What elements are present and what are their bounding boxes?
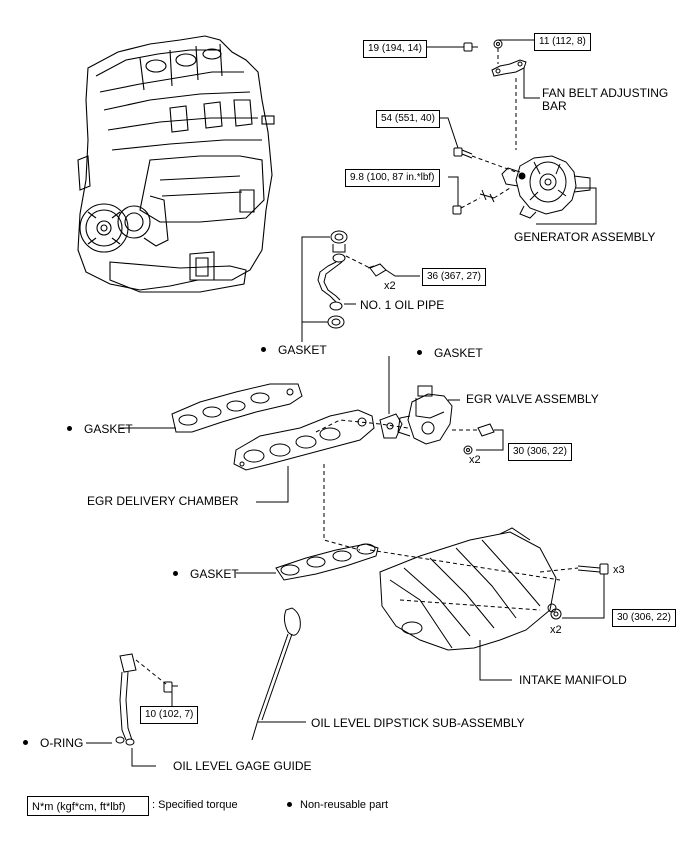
label-oil-level-gage-guide: OIL LEVEL GAGE GUIDE (173, 759, 312, 773)
torque-oil-pipe-bolt-36: 36 (367, 27) (422, 268, 486, 286)
legend-torque-description: : Specified torque (152, 799, 238, 811)
label-gasket-egr-valve: GASKET (417, 346, 483, 360)
engine-block-illustration (77, 35, 275, 293)
non-reusable-mark (173, 571, 178, 577)
guide-bolt-illustration (163, 681, 178, 693)
oil-level-gage-guide-illustration (115, 653, 137, 746)
label-gasket-oil-pipe: GASKET (261, 343, 327, 357)
label-gasket-egr-valve-text: GASKET (434, 346, 483, 360)
label-oil-level-dipstick: OIL LEVEL DIPSTICK SUB-ASSEMBLY (311, 716, 525, 730)
legend-non-reusable-text: Non-reusable part (300, 799, 389, 811)
non-reusable-mark (23, 740, 28, 746)
non-reusable-mark (287, 801, 292, 807)
torque-guide-bolt-10: 10 (102, 7) (140, 706, 199, 724)
torque-egr-30: 30 (306, 22) (508, 443, 572, 461)
label-gasket-oil-pipe-text: GASKET (278, 343, 327, 357)
egr-chamber-gasket-illustration (171, 383, 303, 433)
intake-gasket-illustration (275, 543, 379, 581)
non-reusable-mark (67, 426, 72, 432)
fan-belt-adjusting-bar-illustration (463, 39, 527, 77)
legend-non-reusable: Non-reusable part (287, 799, 388, 811)
torque-bolt-19: 19 (194, 14) (363, 40, 427, 58)
label-no1-oil-pipe: NO. 1 OIL PIPE (360, 298, 445, 312)
intake-manifold-illustration (379, 527, 557, 651)
label-egr-delivery-chamber: EGR DELIVERY CHAMBER (87, 494, 239, 508)
intake-bolt-nut-illustration (550, 563, 609, 620)
multiplier-oil-pipe-bolt: x2 (384, 280, 396, 292)
label-fan-belt-adjusting-bar-line1: FAN BELT ADJUSTING (542, 86, 669, 100)
egr-bolt-nut-illustration (463, 423, 495, 455)
no1-oil-pipe-illustration (317, 230, 387, 329)
multiplier-intake-bolt: x3 (613, 564, 625, 576)
torque-intake-30: 30 (306, 22) (612, 609, 676, 627)
multiplier-egr-nut: x2 (469, 454, 481, 466)
torque-bolt-54: 54 (551, 40) (376, 110, 440, 128)
label-egr-valve-assembly: EGR VALVE ASSEMBLY (466, 392, 599, 406)
legend-torque-format: N*m (kgf*cm, ft*lbf) (27, 796, 149, 816)
torque-nut-11: 11 (112, 8) (534, 33, 591, 51)
non-reusable-mark (261, 347, 266, 353)
label-intake-manifold: INTAKE MANIFOLD (519, 673, 627, 687)
label-o-ring: O-RING (23, 736, 83, 750)
label-o-ring-text: O-RING (40, 736, 84, 750)
egr-delivery-chamber-illustration (233, 409, 375, 471)
multiplier-intake-nut: x2 (550, 624, 562, 636)
generator-assembly-illustration (501, 155, 591, 219)
label-generator-assembly: GENERATOR ASSEMBLY (514, 230, 656, 244)
oil-level-dipstick-illustration (251, 607, 301, 741)
torque-bolt-9-8: 9.8 (100, 87 in.*lbf) (345, 169, 440, 187)
label-fan-belt-adjusting-bar-line2: BAR (542, 99, 567, 113)
non-reusable-mark (417, 350, 422, 356)
bolt-54-illustration (453, 147, 473, 159)
label-gasket-intake: GASKET (173, 567, 239, 581)
bolt-9-8-illustration (452, 189, 495, 215)
egr-valve-assembly-illustration (397, 385, 453, 445)
label-gasket-egr-chamber: GASKET (67, 422, 133, 436)
label-gasket-intake-text: GASKET (190, 567, 239, 581)
label-gasket-egr-chamber-text: GASKET (84, 422, 133, 436)
